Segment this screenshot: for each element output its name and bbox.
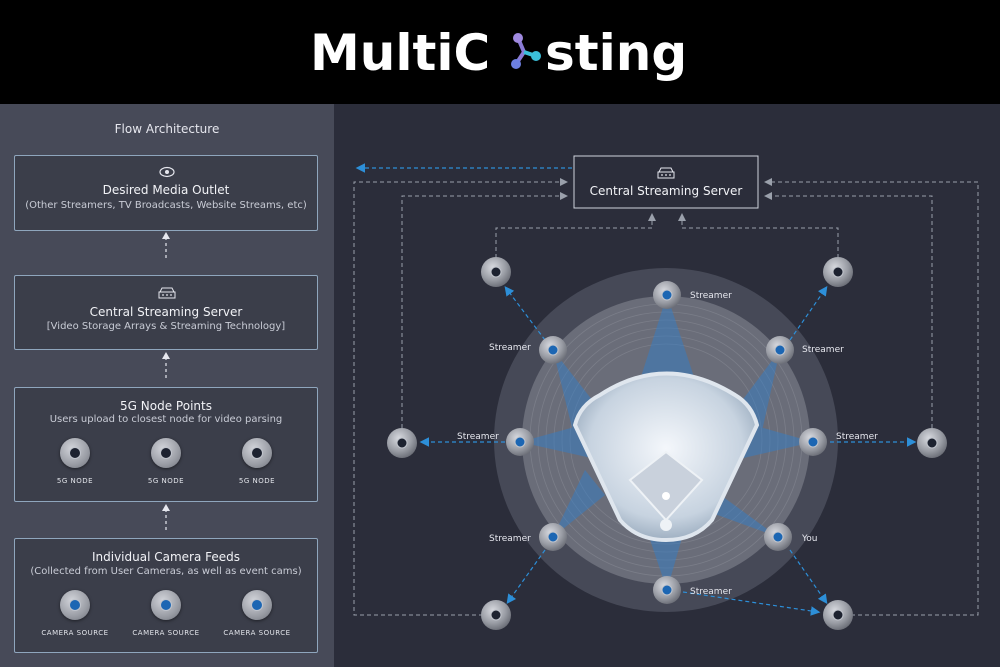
camera-source-icon	[60, 590, 90, 620]
you-label: You	[801, 534, 818, 544]
flow-arrow-up	[162, 504, 170, 530]
streamer-label: Streamer	[457, 432, 499, 442]
5g-node-icon	[242, 438, 272, 468]
flow-arrow-up	[162, 232, 170, 258]
streamer-label: Streamer	[690, 587, 732, 597]
flow-arrow-up	[162, 352, 170, 378]
5g-node-label: 5G NODE	[238, 477, 276, 485]
logo-nodes-icon	[511, 33, 541, 69]
svg-text:sting: sting	[545, 24, 687, 82]
streamer-label: Streamer	[836, 432, 878, 442]
streamer-label: Streamer	[690, 291, 732, 301]
infield	[628, 450, 704, 522]
5g-node-icon	[151, 438, 181, 468]
streamer-label: Streamer	[489, 343, 531, 353]
central-server-label: Central Streaming Server	[590, 184, 743, 198]
eye-icon	[159, 166, 175, 178]
node-points-box: 5G Node Points Users upload to closest n…	[14, 387, 318, 502]
5g-node-label: 5G NODE	[147, 477, 185, 485]
camera-source-icon	[242, 590, 272, 620]
streamer-label: Streamer	[802, 345, 844, 355]
5g-node-label: 5G NODE	[56, 477, 94, 485]
home-plate	[660, 519, 672, 531]
camera-feeds-title: Individual Camera Feeds	[91, 550, 241, 564]
camera-source-label: CAMERA SOURCE	[41, 629, 109, 637]
server-subtitle: [Video Storage Arrays & Streaming Techno…	[46, 321, 286, 332]
camera-source-label: CAMERA SOURCE	[132, 629, 200, 637]
media-outlet-title: Desired Media Outlet	[102, 183, 230, 197]
server-title: Central Streaming Server	[89, 305, 243, 319]
5g-node-icon	[60, 438, 90, 468]
camera-source-icon	[151, 590, 181, 620]
camera-feeds-box: Individual Camera Feeds (Collected from …	[14, 538, 318, 653]
camera-source-label: CAMERA SOURCE	[223, 629, 291, 637]
svg-text:MultiC: MultiC	[310, 24, 490, 82]
camera-feeds-subtitle: (Collected from User Cameras, as well as…	[30, 566, 302, 577]
streamer-label: Streamer	[489, 534, 531, 544]
media-outlet-box: Desired Media Outlet (Other Streamers, T…	[14, 155, 318, 231]
flow-architecture-panel: Flow Architecture Desired Media Outlet (…	[0, 104, 334, 667]
server-box: Central Streaming Server [Video Storage …	[14, 275, 318, 350]
outer-node-points	[387, 257, 947, 630]
stadium-diagram: Central Streaming Server	[334, 104, 1000, 667]
streamer-arrows	[419, 286, 917, 616]
node-points-title: 5G Node Points	[120, 399, 212, 413]
media-outlet-subtitle: (Other Streamers, TV Broadcasts, Website…	[25, 200, 307, 211]
streamer-points	[506, 281, 827, 604]
camera-view-cones	[520, 295, 813, 590]
server-icon	[158, 287, 176, 299]
server-icon	[657, 167, 675, 179]
panel-title: Flow Architecture	[114, 122, 220, 136]
multicasting-logo: MultiC sting	[310, 24, 687, 82]
node-points-subtitle: Users upload to closest node for video p…	[49, 414, 283, 425]
you-point	[764, 523, 792, 551]
header-bar: MultiC sting	[0, 0, 1000, 104]
central-server-box	[573, 155, 759, 209]
